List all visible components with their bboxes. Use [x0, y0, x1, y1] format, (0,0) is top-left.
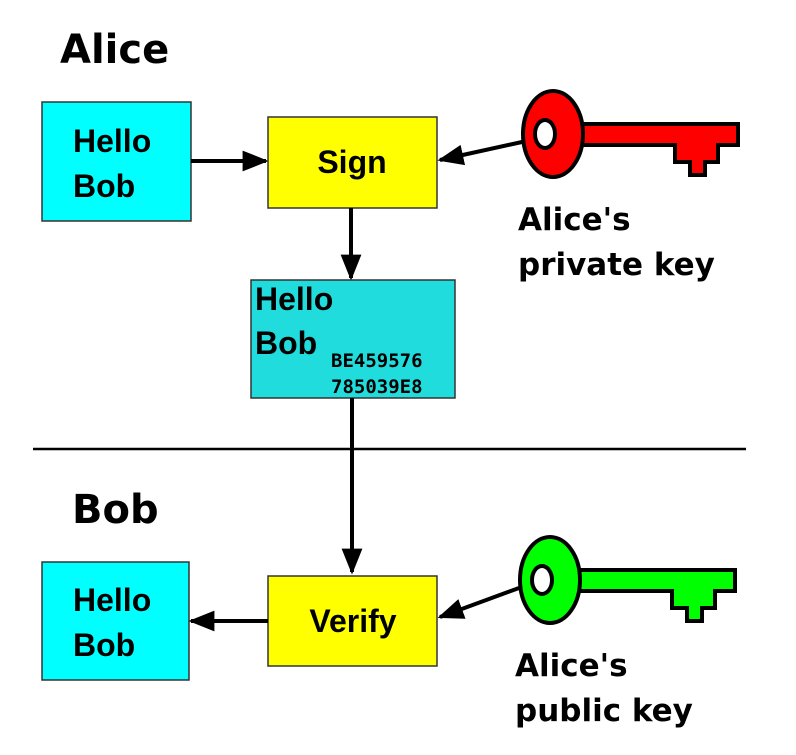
bob-message-box: Hello Bob	[41, 561, 190, 681]
signature-line: BE459576	[331, 350, 423, 372]
message-line: Bob	[73, 627, 135, 663]
arrow-public-key-to-verify	[437, 586, 520, 619]
message-line: Hello	[73, 123, 151, 159]
signed-message-line: Hello	[255, 281, 333, 317]
verify-label: Verify	[309, 603, 396, 639]
private-key-icon	[521, 89, 740, 179]
verify-box: Verify	[267, 575, 438, 667]
arrow-private-key-to-sign	[437, 140, 523, 166]
signed-message-line: Bob	[255, 325, 317, 361]
message-line: Bob	[73, 168, 135, 204]
alice-title: Alice	[60, 27, 169, 73]
public-key-label: Alice's	[515, 648, 628, 684]
message-line: Hello	[73, 582, 151, 618]
bob-title: Bob	[72, 487, 159, 533]
signature-line: 785039E8	[331, 376, 423, 398]
alice-message-box: Hello Bob	[41, 101, 192, 222]
sign-box: Sign	[267, 116, 438, 209]
public-key-icon	[518, 535, 737, 625]
private-key-label: private key	[518, 247, 715, 283]
sign-label: Sign	[317, 144, 386, 180]
signed-message-box: Hello Bob BE459576 785039E8	[250, 279, 456, 399]
private-key-label: Alice's	[518, 202, 631, 238]
public-key-label: public key	[515, 693, 693, 729]
